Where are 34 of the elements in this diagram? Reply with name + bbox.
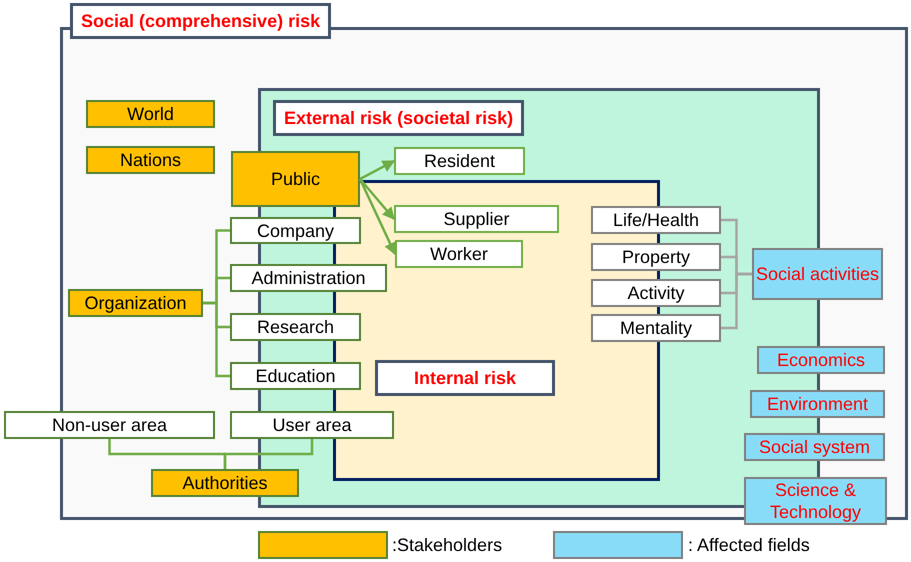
stakeholder-box: Public [231, 151, 360, 207]
bracket-line [203, 302, 230, 378]
affected-field-box: Science & Technology [744, 477, 887, 525]
risk-item-box: Activity [591, 279, 721, 307]
stakeholder-box: Education [230, 362, 361, 390]
legend-text: : Affected fields [688, 534, 810, 556]
risk-item-box: Mentality [591, 314, 721, 342]
stakeholder-box: Supplier [394, 205, 559, 233]
stakeholder-box: Nations [86, 146, 215, 174]
affected-field-box: Social system [744, 433, 885, 461]
stakeholder-box: User area [230, 411, 394, 439]
affected-field-box: Environment [750, 390, 885, 418]
arrow [358, 178, 396, 256]
stakeholder-box: Non-user area [4, 411, 215, 439]
risk-item-box: Life/Health [591, 206, 721, 234]
stakeholder-box: Authorities [151, 469, 299, 497]
legend-text: :Stakeholders [392, 534, 502, 556]
bracket-line [721, 272, 752, 330]
stakeholder-box: Resident [394, 147, 525, 175]
stakeholder-box: Administration [230, 264, 387, 292]
stakeholder-box: Worker [395, 240, 523, 268]
arrow [359, 160, 396, 180]
stakeholder-box: Company [230, 217, 361, 244]
affected-field-box: Social activities [752, 248, 883, 300]
heading: External risk (societal risk) [273, 100, 524, 136]
heading: Internal risk [375, 360, 555, 396]
heading: Social (comprehensive) risk [70, 3, 332, 39]
affected-field-box: Economics [757, 346, 885, 374]
bracket-line [224, 439, 314, 469]
stakeholder-box: Organization [68, 289, 203, 317]
stakeholder-box: Research [230, 313, 361, 341]
stakeholder-box: World [86, 100, 215, 128]
risk-item-box: Property [591, 243, 721, 271]
arrow [359, 178, 395, 220]
